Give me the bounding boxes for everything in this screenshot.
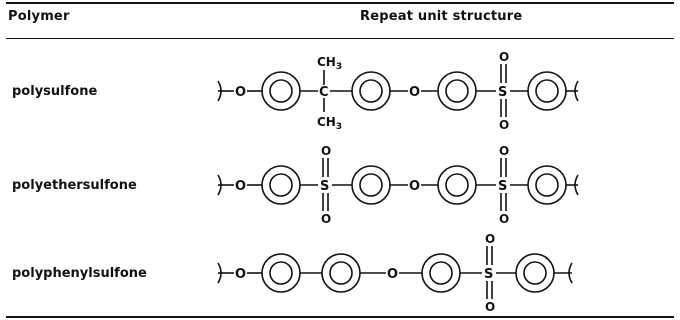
- ether-oxygen: O: [409, 179, 420, 194]
- sulfur: S: [498, 85, 507, 100]
- ether-oxygen: O: [409, 85, 420, 100]
- sulfonyl-oxygen-bottom: O: [499, 212, 509, 226]
- table-bottom-rule: [6, 316, 674, 318]
- sulfonyl-oxygen-bottom: O: [321, 212, 331, 226]
- ether-oxygen: O: [387, 267, 398, 282]
- header-polymer: Polymer: [8, 9, 70, 24]
- sulfonyl-oxygen-top: O: [485, 232, 495, 246]
- sulfonyl-oxygen-bottom: O: [499, 118, 509, 132]
- ether-oxygen: O: [235, 179, 246, 194]
- sulfonyl-oxygen-bottom: O: [485, 300, 495, 314]
- polymer-table: Polymer Repeat unit structure polysulfon…: [6, 0, 674, 320]
- ether-oxygen: O: [235, 85, 246, 100]
- sulfonyl-oxygen-top: O: [321, 144, 331, 158]
- row-polysulfone-label: polysulfone: [12, 84, 98, 99]
- methyl-group-top: CH3: [317, 55, 342, 72]
- row-polyethersulfone-label: polyethersulfone: [12, 178, 137, 193]
- polyphenylsulfone-structure: O O S O O: [217, 232, 573, 314]
- quaternary-carbon: C: [319, 85, 329, 100]
- sulfur: S: [498, 179, 507, 194]
- sulfur: S: [484, 267, 493, 282]
- sulfonyl-oxygen-top: O: [499, 50, 509, 64]
- polyethersulfone-structure: O S O O O S O O: [217, 144, 579, 226]
- sulfur: S: [320, 179, 329, 194]
- row-polyphenylsulfone-label: polyphenylsulfone: [12, 266, 147, 281]
- polysulfone-structure: O C CH3 CH3 O S O O: [217, 50, 579, 132]
- table-header-rule: [6, 38, 674, 39]
- ether-oxygen: O: [235, 267, 246, 282]
- methyl-group-bottom: CH3: [317, 115, 342, 132]
- header-repeat-unit-structure: Repeat unit structure: [360, 9, 523, 24]
- table-top-rule: [6, 2, 674, 4]
- sulfonyl-oxygen-top: O: [499, 144, 509, 158]
